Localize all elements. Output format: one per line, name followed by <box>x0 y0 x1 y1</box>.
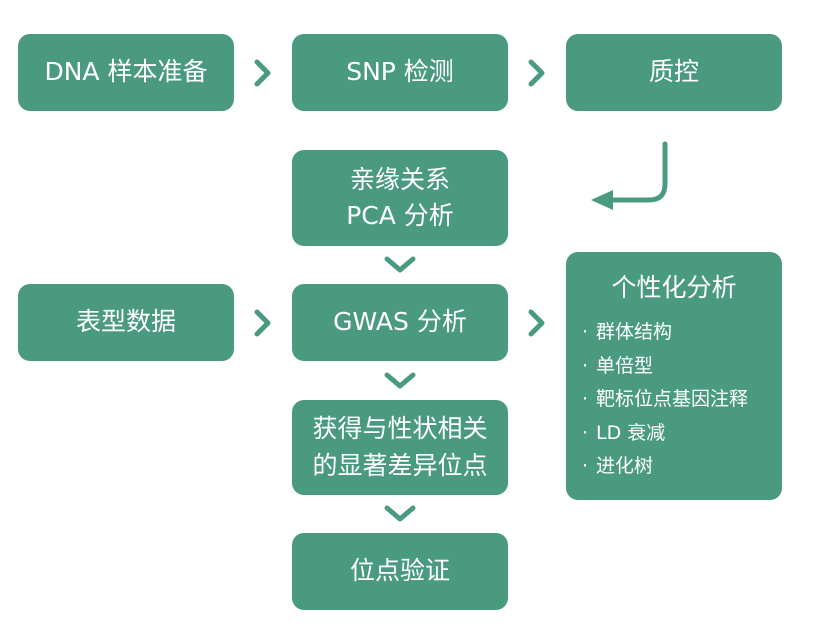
bullet-dot: · <box>582 321 589 343</box>
quality-control-box: 质控 <box>566 34 782 111</box>
chevron-down-icon <box>384 256 416 273</box>
list-item-label: 靶标位点基因注释 <box>596 388 749 410</box>
curved-return-arrow-icon <box>591 141 668 210</box>
chevron-right-icon <box>528 309 545 337</box>
chevron-right-icon <box>254 309 271 337</box>
chevron-down-icon <box>384 372 416 389</box>
list-item: · 群体结构 <box>582 316 748 350</box>
kinship-pca-box: 亲缘关系 PCA 分析 <box>292 150 508 246</box>
phenotype-data-label: 表型数据 <box>75 307 176 337</box>
personalized-analysis-panel: 个性化分析 · 群体结构 · 单倍型 · 靶标位点基因注释 · LD 衰减 · 进化树 <box>566 252 782 500</box>
dna-sample-prep-box: DNA 样本准备 <box>18 34 234 111</box>
locus-validation-box: 位点验证 <box>292 533 508 610</box>
kinship-label: 亲缘关系 <box>349 164 450 194</box>
list-item: · 单倍型 <box>582 350 748 384</box>
list-item-label: 进化树 <box>596 455 654 477</box>
personalized-analysis-list: · 群体结构 · 单倍型 · 靶标位点基因注释 · LD 衰减 · 进化树 <box>582 316 748 484</box>
quality-control-label: 质控 <box>648 57 699 87</box>
personalized-analysis-title: 个性化分析 <box>611 273 737 302</box>
list-item-label: LD 衰减 <box>596 421 666 444</box>
bullet-dot: · <box>582 388 589 410</box>
list-item: · LD 衰减 <box>582 417 748 451</box>
chevron-right-icon <box>254 59 271 87</box>
gwas-analysis-box: GWAS 分析 <box>292 284 508 361</box>
significant-loci-label-line2: 的显著差异位点 <box>312 450 488 480</box>
locus-validation-label: 位点验证 <box>349 556 450 586</box>
snp-detection-box: SNP 检测 <box>292 34 508 111</box>
significant-loci-box: 获得与性状相关 的显著差异位点 <box>292 400 508 495</box>
bullet-dot: · <box>582 354 589 377</box>
significant-loci-label-line1: 获得与性状相关 <box>312 414 488 444</box>
gwas-analysis-label: GWAS 分析 <box>333 307 467 337</box>
pca-label: PCA 分析 <box>346 201 454 230</box>
snp-detection-label: SNP 检测 <box>346 57 454 87</box>
list-item: · 靶标位点基因注释 <box>582 383 748 417</box>
list-item: · 进化树 <box>582 450 748 484</box>
dna-sample-prep-label: DNA 样本准备 <box>44 57 208 87</box>
list-item-label: 单倍型 <box>596 354 654 377</box>
chevron-right-icon <box>528 59 545 87</box>
bullet-dot: · <box>582 421 589 444</box>
list-item-label: 群体结构 <box>596 321 673 343</box>
bullet-dot: · <box>582 455 589 477</box>
chevron-down-icon <box>384 505 416 522</box>
phenotype-data-box: 表型数据 <box>18 284 234 361</box>
